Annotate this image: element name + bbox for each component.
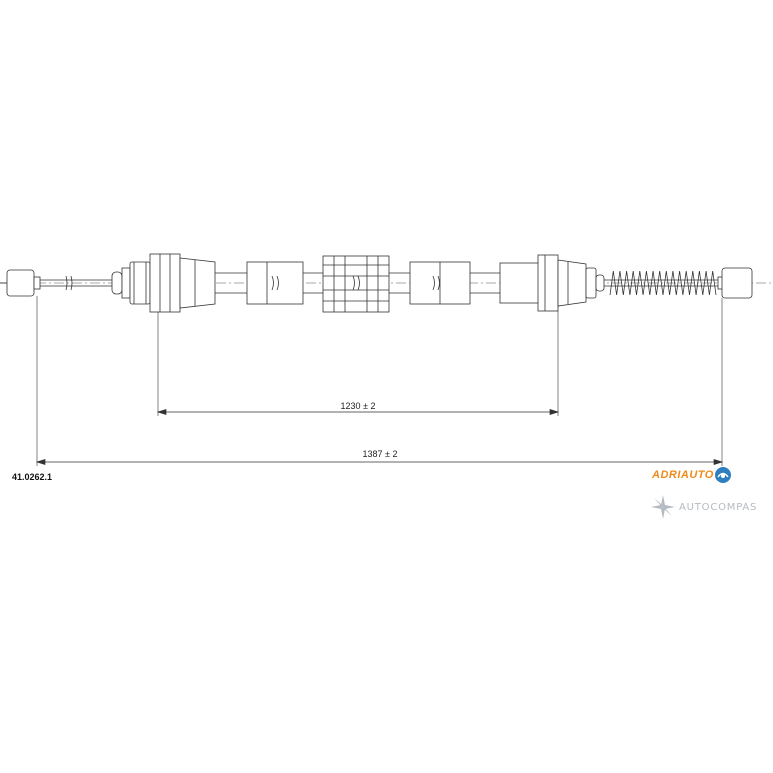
inner-wire-left [40,275,112,291]
left-end-fitting [0,269,41,297]
dimension-1387-label: 1387 ± 2 [363,449,398,459]
brand-badge-icon [714,467,731,483]
dimension-1387 [35,459,724,465]
compass-star-icon [651,495,675,519]
dimension-1230 [156,409,560,415]
part-number: 41.0262.1 [12,472,53,482]
brand-name: ADRIAUTO [652,469,714,481]
outer-sheath [215,261,323,305]
left-ferrule [111,253,216,313]
center-grommet [322,255,390,313]
right-end-fitting [717,267,753,299]
dimension-1230-label: 1230 ± 2 [341,401,376,411]
outer-sheath-right [389,261,541,305]
watermark-logo: AUTOCOMPAS [650,494,757,520]
extension-lines [36,296,723,466]
watermark-text: AUTOCOMPAS [679,501,758,513]
right-ferrule [537,254,605,312]
brand-logo: ADRIAUTO [652,466,732,484]
return-spring [604,270,722,296]
